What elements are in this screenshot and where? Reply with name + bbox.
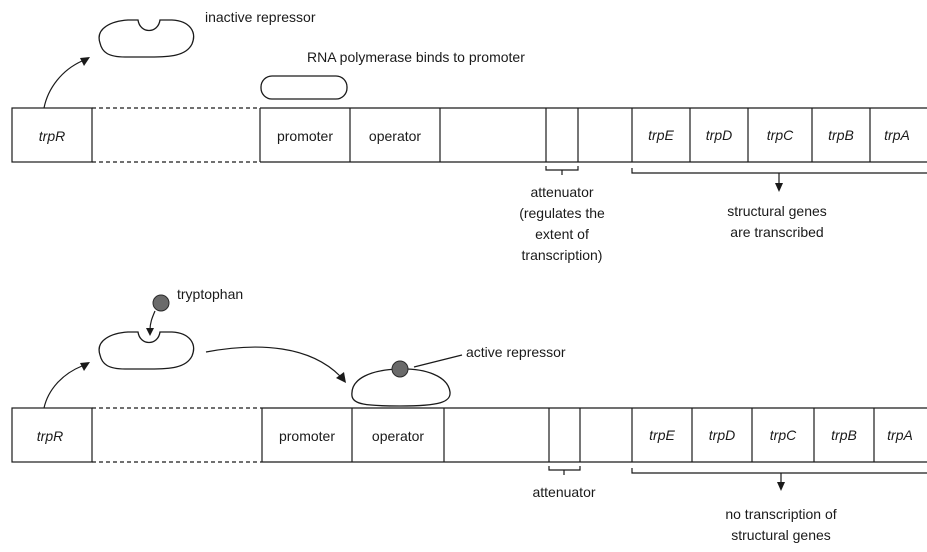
top-attenuator-line-4: transcription) [522,247,603,263]
bottom-trpB-label: trpB [831,427,857,443]
top-operator-label: operator [369,128,421,144]
tryptophan-arrowhead [146,328,154,336]
tryptophan-label: tryptophan [177,286,243,302]
top-attenuator-line-2: (regulates the [519,205,605,221]
top-trpB-label: trpB [828,127,854,143]
tryptophan-arrow [149,310,156,331]
top-trpC-label: trpC [767,127,794,143]
top-structural-arrowhead [775,183,783,192]
top-promoter-label: promoter [277,128,333,144]
top-structural-line-2: are transcribed [730,224,823,240]
bottom-trpC-label: trpC [770,427,797,443]
bottom-structural-bracket [631,468,927,474]
top-trpE-label: trpE [648,127,674,143]
no-transcription-line-2: structural genes [731,527,831,543]
top-attenuator-line-1: attenuator [530,184,593,200]
top-trpR-label: trpR [39,128,65,144]
top-structural-line-1: structural genes [727,203,827,219]
activation-arrow [205,346,341,377]
bottom-trpE-label: trpE [649,427,675,443]
inactive-repressor-label: inactive repressor [205,9,316,25]
activation-arrowhead [336,372,346,383]
top-synthesis-arrowhead [80,57,90,66]
bottom-attenuator-label: attenuator [532,484,595,500]
top-trpA-label: trpA [884,127,910,143]
bottom-inactive-repressor-shape [98,331,195,370]
bottom-synthesis-arrowhead [80,362,90,371]
rna-polymerase-shape [260,75,348,100]
bottom-operator-label: operator [372,428,424,444]
top-trpR-box [11,107,93,163]
bottom-trpA-label: trpA [887,427,913,443]
rna-polymerase-label: RNA polymerase binds to promoter [307,49,525,65]
bottom-promoter-label: promoter [279,428,335,444]
top-panel: inactive repressor RNA polymerase binds … [11,9,927,263]
bottom-structural-arrowhead [777,482,785,491]
top-attenuator-line-3: extent of [535,226,589,242]
bottom-trpR-label: trpR [37,428,63,444]
bottom-panel: tryptophan active repressor trpR promote… [11,286,927,543]
bottom-trpD-label: trpD [709,427,735,443]
top-attenuator-bracket [545,166,579,171]
bottom-attenuator-bracket [548,466,581,471]
top-structural-bracket [631,168,927,174]
top-trpD-label: trpD [706,127,732,143]
bound-tryptophan-dot [391,360,409,378]
inactive-repressor-shape [98,19,195,58]
active-repressor-leader [413,354,463,368]
no-transcription-line-1: no transcription of [725,506,836,522]
bottom-synthesis-arrow [43,365,83,409]
active-repressor-shape [351,368,451,407]
active-repressor-label: active repressor [466,344,566,360]
bottom-trpR-box [11,407,93,463]
tryptophan-dot [152,294,170,312]
top-synthesis-arrow [43,60,83,109]
